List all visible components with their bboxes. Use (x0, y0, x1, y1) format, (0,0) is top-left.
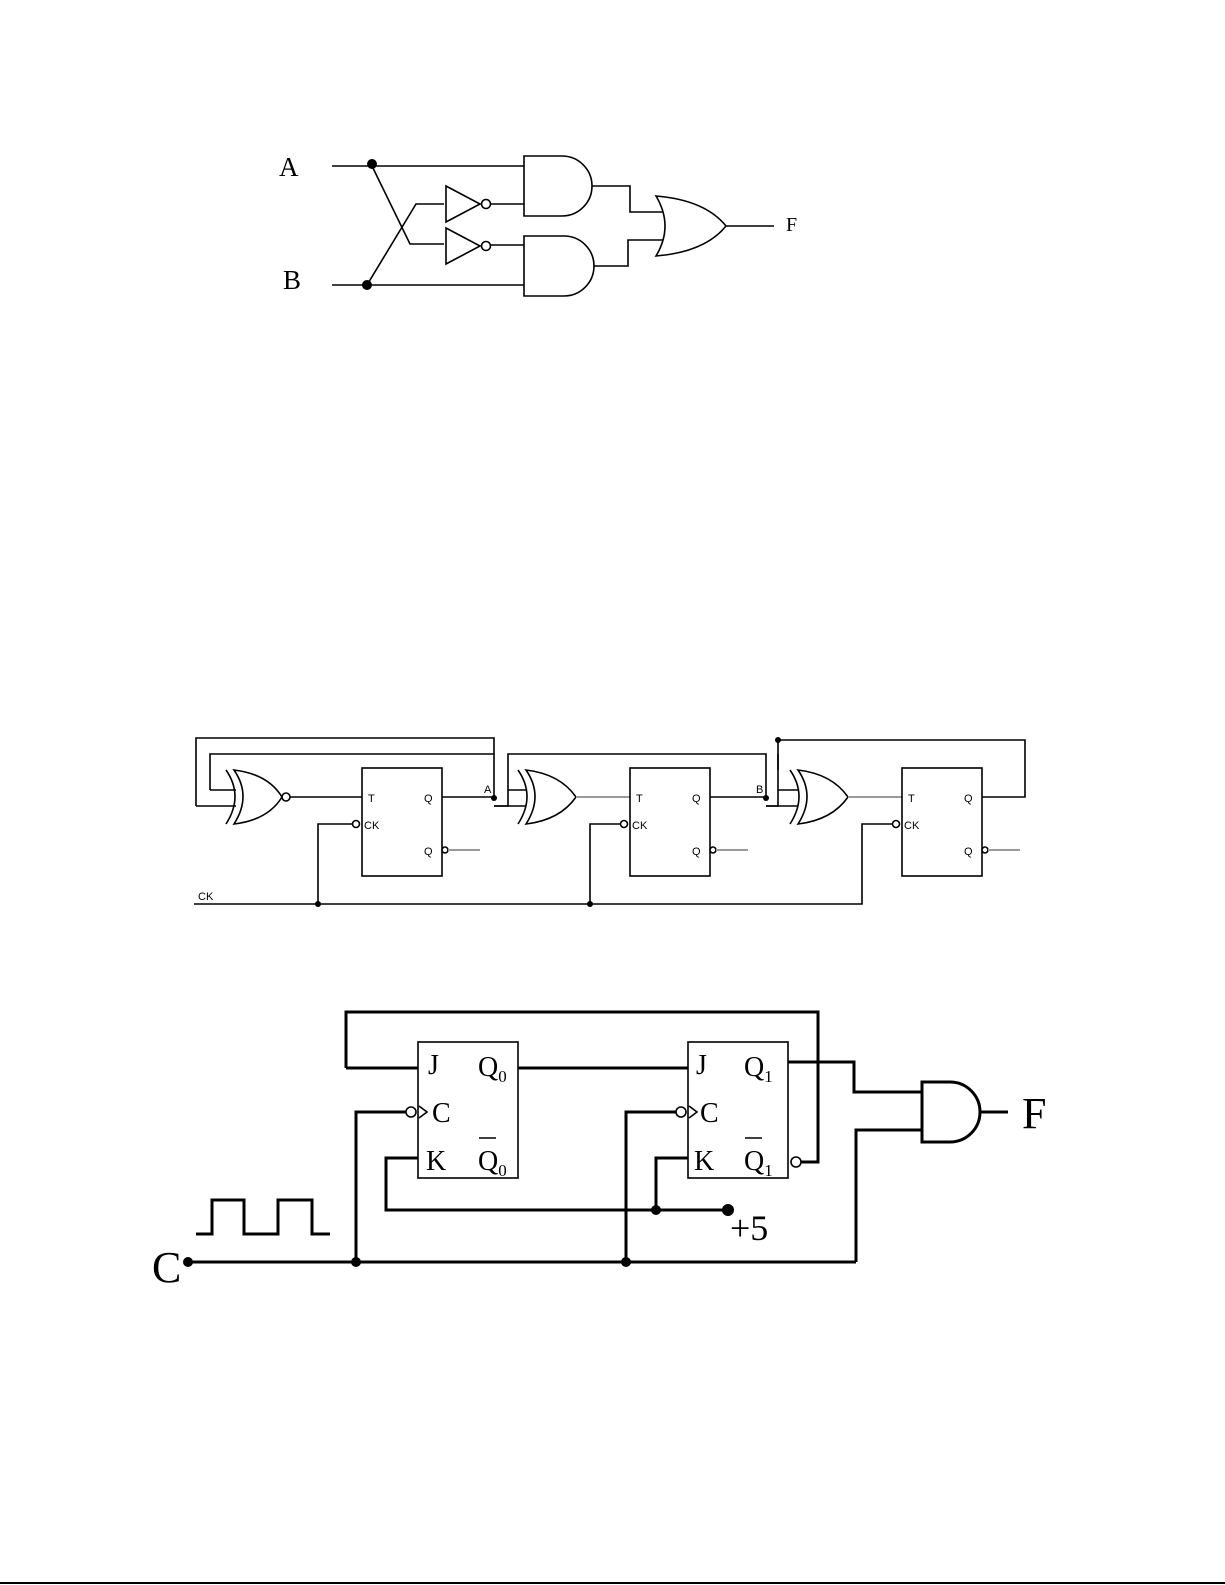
xor-gate-2 (526, 770, 576, 824)
ff0-j-label: J (428, 1050, 439, 1081)
ff1-ck-label: CK (364, 820, 380, 832)
ff2-qbar-bubble (710, 847, 716, 853)
circuit-3-jk-flipflop: J C K Q0 Q0 J C K Q1 Q1 +5 C F (152, 1012, 1046, 1292)
clock-ck-label: CK (198, 891, 214, 903)
ff0-c-label: C (432, 1098, 451, 1129)
c0-bubble (406, 1107, 416, 1117)
clock-junction-2 (587, 901, 593, 907)
junction-b (362, 280, 372, 290)
junction-q3 (775, 737, 781, 743)
ff3-qbar-label: Q (964, 846, 973, 858)
ff1-qbar-bubble (442, 847, 448, 853)
clock-bus (194, 824, 892, 904)
ff2-qbar-label: Q (692, 846, 701, 858)
circuit-1-combinational: A B F (279, 152, 797, 296)
junction-a (367, 159, 377, 169)
ff1-q-label: Q (424, 793, 433, 805)
ff2-t-label: T (636, 793, 643, 805)
c1-bubble (676, 1107, 686, 1117)
junction-node-a (491, 795, 497, 801)
circuit-2-t-flipflop-chain: T Q CK Q T Q CK Q T Q CK Q A B CK (194, 737, 1025, 907)
clock-to-ff2 (590, 824, 620, 904)
and-gate-2 (524, 236, 594, 296)
ff3-t-label: T (908, 793, 915, 805)
xnor-gate-1 (234, 770, 282, 824)
wire-k1-to-supply (656, 1158, 688, 1210)
not-gate-1-bubble (482, 200, 491, 209)
ff2-ck-label: CK (632, 820, 648, 832)
not-gate-1 (446, 186, 480, 222)
q1bar-bubble (791, 1157, 801, 1167)
output-f-label: F (1022, 1089, 1046, 1138)
supply-label: +5 (730, 1208, 768, 1248)
not-gate-2-bubble (482, 242, 491, 251)
xnor1-back-arc (226, 770, 235, 824)
input-a-label: A (279, 152, 299, 182)
wire-and1-to-or (592, 186, 668, 212)
xor2-back-arc (518, 770, 527, 824)
ff1-t-label: T (368, 793, 375, 805)
clock-to-ff1 (318, 824, 352, 904)
ff3-q-label: Q (964, 793, 973, 805)
wire-clock-to-and (856, 1130, 922, 1262)
ff1-j-label: J (696, 1050, 707, 1081)
clock-junction-1 (315, 901, 321, 907)
ff1-c-label: C (700, 1098, 719, 1129)
node-b-label: B (756, 784, 763, 796)
input-b-label: B (283, 265, 301, 295)
xor3-back-arc (790, 770, 799, 824)
ff2-q-label: Q (692, 793, 701, 805)
and-gate (922, 1082, 980, 1142)
ff1-k-label: K (694, 1146, 714, 1177)
xor-gate-3 (798, 770, 848, 824)
and-gate-1 (524, 156, 592, 216)
wire-a-to-not2 (372, 166, 444, 244)
ff0-k-label: K (426, 1146, 446, 1177)
ff1-qbar-label: Q (424, 846, 433, 858)
clock-junction-ff0 (351, 1257, 361, 1267)
wire-q1-to-and (788, 1062, 922, 1092)
ff3-ck-label: CK (904, 820, 920, 832)
node-a-label: A (484, 784, 492, 796)
junction-node-b (763, 795, 769, 801)
clock-input-label: C (152, 1243, 181, 1292)
clock-input-terminal (183, 1257, 193, 1267)
or-gate (656, 196, 726, 256)
not-gate-2 (446, 228, 480, 264)
output-f-label: F (786, 214, 797, 236)
xnor-gate-1-bubble (282, 793, 290, 801)
clock-waveform-icon (196, 1200, 330, 1234)
ff3-qbar-bubble (982, 847, 988, 853)
ff3-ck-bubble (893, 821, 900, 828)
clock-to-c1 (626, 1112, 676, 1262)
clock-junction-ff1 (621, 1257, 631, 1267)
clock-to-c0 (356, 1112, 406, 1262)
ff2-ck-bubble (621, 821, 628, 828)
supply-junction (651, 1205, 661, 1215)
ff1-ck-bubble (353, 821, 360, 828)
